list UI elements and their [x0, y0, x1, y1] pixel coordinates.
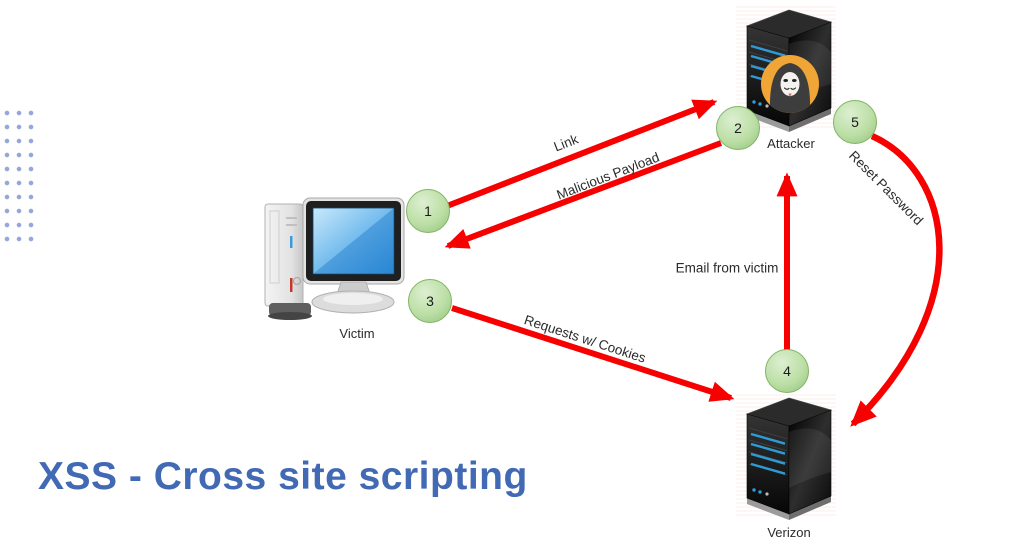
- attacker-hacker-avatar-icon: [761, 55, 819, 113]
- step-badge-2: 2: [716, 106, 760, 150]
- page-title: XSS - Cross site scripting: [38, 455, 528, 498]
- arrow-malicious-payload: [444, 140, 723, 249]
- victim-node-label: Victim: [339, 326, 375, 341]
- attacker-node-label: Attacker: [767, 136, 815, 151]
- edge-label-email-from-victim: Email from victim: [675, 260, 779, 276]
- step-badge-3: 3: [408, 279, 452, 323]
- arrow-requests-cookies: [451, 305, 735, 402]
- dot-grid-decoration: [1, 106, 38, 247]
- arrow-reset-password: [850, 133, 943, 427]
- step-badge-5-number: 5: [851, 114, 859, 130]
- step-badge-1-number: 1: [424, 203, 432, 219]
- arrow-link: [445, 99, 718, 209]
- step-badge-4: 4: [765, 349, 809, 393]
- verizon-node-label: Verizon: [767, 525, 811, 540]
- verizon-server-icon: [745, 396, 833, 522]
- step-badge-1: 1: [406, 189, 450, 233]
- step-badge-4-number: 4: [783, 363, 791, 379]
- step-badge-3-number: 3: [426, 293, 434, 309]
- step-badge-2-number: 2: [734, 120, 742, 136]
- victim-computer-icon: [264, 197, 405, 320]
- step-badge-5: 5: [833, 100, 877, 144]
